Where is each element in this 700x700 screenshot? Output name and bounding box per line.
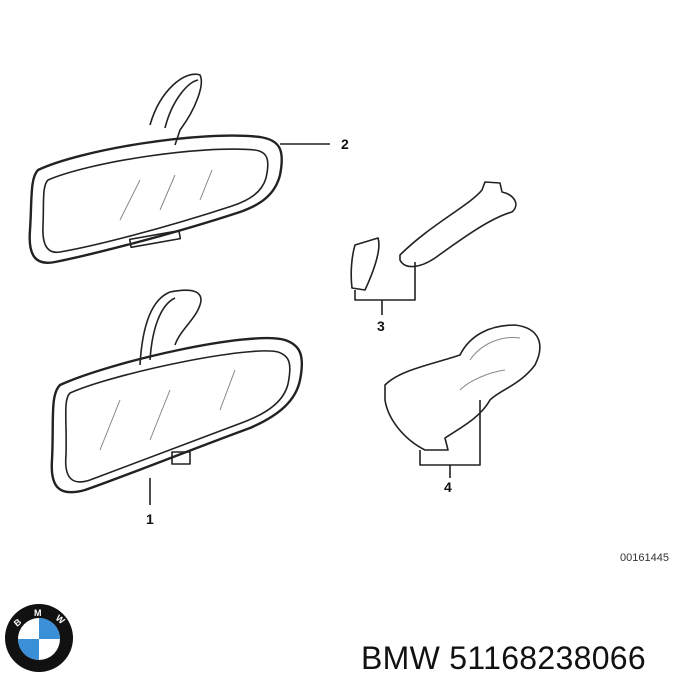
- svg-text:B: B: [12, 616, 24, 628]
- diagram-id: 00161445: [620, 552, 669, 564]
- cover-part-4: [384, 324, 541, 478]
- svg-text:M: M: [34, 608, 42, 618]
- callout-part-4: 4: [444, 479, 452, 495]
- bmw-logo: B M W: [5, 604, 73, 672]
- callout-part-3: 3: [377, 318, 385, 334]
- callout-part-2: 2: [341, 136, 349, 152]
- mirror-part-2: [28, 73, 330, 264]
- mirror-part-1: [50, 289, 304, 505]
- callout-part-1: 1: [146, 511, 154, 527]
- part-number-label: BMW 51168238066: [361, 640, 646, 676]
- bracket-part-3: [350, 181, 517, 315]
